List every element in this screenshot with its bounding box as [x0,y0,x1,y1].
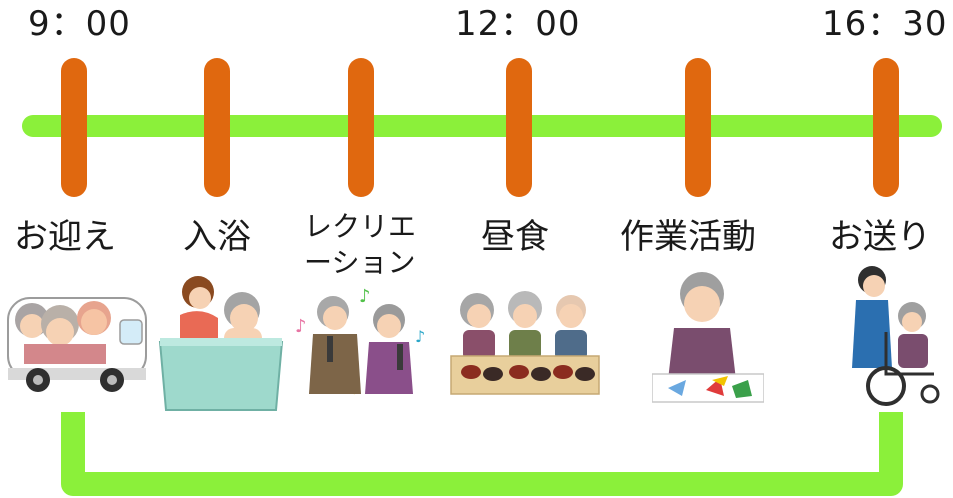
timeline-tick-work [685,58,711,197]
step-label-recreation-line1: レクリエ [304,210,417,243]
step-label-dropoff: お送り [829,217,931,257]
bath-illustration [158,270,286,412]
timeline-tick-bath [204,58,230,197]
svg-text:♪: ♪ [359,286,371,307]
svg-text:♪: ♪ [295,316,307,337]
svg-text:♪: ♪ [415,327,425,346]
timeline-tick-lunch [506,58,532,197]
step-label-pickup: お迎え [14,217,116,257]
karaoke-illustration: ♪ ♪ ♪ ♪ [289,282,429,400]
wheelchair-illustration [842,262,942,412]
timeline-tick-recreation [348,58,374,197]
time-label-end: 16：30 [822,4,948,44]
time-label-start: 9：00 [28,4,131,44]
timeline-bar [22,115,942,137]
origami-illustration [651,268,765,404]
step-label-recreation-line2: ーション [304,246,416,279]
van-pickup-illustration [2,286,152,396]
step-label-lunch: 昼食 [481,217,549,257]
timeline-tick-dropoff [873,58,899,197]
timeline-tick-pickup [61,58,87,197]
step-label-work: 作業活動 [620,217,756,257]
lunch-illustration [449,288,601,396]
step-label-bath: 入浴 [183,217,251,257]
time-label-lunch: 12：00 [455,4,581,44]
